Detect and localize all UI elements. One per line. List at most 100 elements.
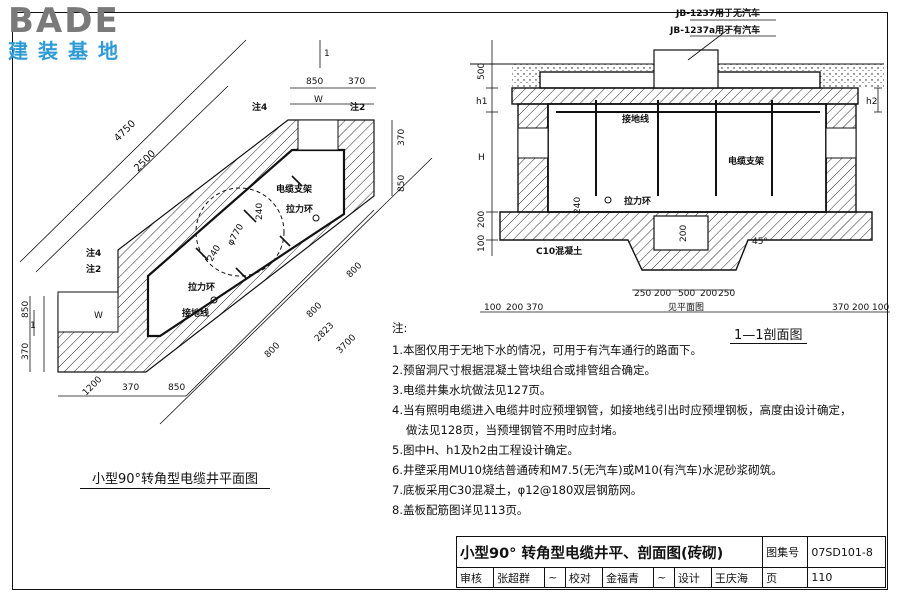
section-dim-200: 200 bbox=[477, 211, 487, 228]
section-pull-ring bbox=[604, 196, 612, 204]
logo: BADE 建装基地 bbox=[8, 4, 138, 62]
section-label-pull-ring: 拉力环 bbox=[624, 195, 651, 207]
plan-dim-2500: 2500 bbox=[132, 148, 158, 174]
notes-block: 注: 1.本图仅用于无地下水的情况，可用于有汽车通行的路面下。 2.预留洞尺寸根… bbox=[392, 318, 862, 520]
section-base-200-left: 200 bbox=[506, 303, 523, 313]
section-callout-1: JB-1237用于无汽车 bbox=[675, 7, 760, 19]
note-item: 3.电缆井集水坑做法见127页。 bbox=[392, 383, 552, 397]
section-view: JB-1237用于无汽车 JB-1237a用于有汽车 500 h1 H 200 … bbox=[470, 7, 890, 313]
plan-bracket bbox=[243, 209, 257, 223]
section-title: 1—1剖面图 bbox=[730, 324, 807, 344]
section-cover-frame bbox=[653, 49, 719, 89]
section-chamber bbox=[547, 103, 827, 213]
section-pit-200a: 200 bbox=[654, 289, 671, 299]
plan-dim-850-top: 850 bbox=[306, 77, 323, 87]
section-dim-500: 500 bbox=[477, 63, 487, 80]
plan-bracket bbox=[291, 175, 303, 187]
section-sump bbox=[653, 215, 709, 251]
plan-pull-ring bbox=[312, 214, 320, 222]
note-item: 6.井壁采用MU10烧结普通砖和M7.5(无汽车)或M10(有汽车)水泥砂浆砌筑… bbox=[392, 463, 783, 477]
plan-dim-3700: 3700 bbox=[335, 333, 358, 356]
section-pit-200b: 200 bbox=[700, 289, 717, 299]
plan-dim-1200: 1200 bbox=[81, 375, 104, 398]
plan-manhole-circle bbox=[195, 187, 285, 277]
plan-label-pull-ring-bottom: 拉力环 bbox=[188, 281, 215, 293]
title-block-checker-signature: ~ bbox=[653, 567, 675, 588]
plan-dim-370-right: 370 bbox=[397, 129, 407, 146]
plan-inner-chamber bbox=[146, 148, 346, 338]
section-dim-240: 240 bbox=[573, 197, 583, 214]
plan-dim-800-b: 800 bbox=[305, 301, 324, 320]
note-item: 1.本图仅用于无地下水的情况，可用于有汽车通行的路面下。 bbox=[392, 343, 702, 357]
section-wall-opening bbox=[517, 127, 549, 159]
section-label-ground-wire: 接地线 bbox=[622, 113, 649, 125]
section-dim-45: 45° bbox=[752, 237, 768, 247]
section-base-100-right: 100 bbox=[872, 303, 889, 313]
plan-dim-850-right: 850 bbox=[397, 175, 407, 192]
plan-dim-850-bottom: 850 bbox=[168, 383, 185, 393]
plan-dim-850-left: 850 bbox=[21, 301, 31, 318]
plan-note4-left: 注4 bbox=[86, 247, 101, 259]
section-base-370-right: 370 bbox=[832, 303, 849, 313]
title-block-title: 小型90° 转角型电缆井平、剖面图(砖砌) bbox=[455, 536, 764, 568]
title-block-check-label: 校对 bbox=[564, 567, 603, 588]
plan-pull-ring bbox=[210, 296, 218, 304]
section-base-370-left: 370 bbox=[526, 303, 543, 313]
note-item: 5.图中H、h1及h2由工程设计确定。 bbox=[392, 443, 579, 457]
title-block-reviewer: 张超群 bbox=[493, 567, 546, 588]
note-item: 做法见128页，当预埋钢管不用时应封堵。 bbox=[406, 423, 624, 437]
logo-sub-text: 建装基地 bbox=[8, 39, 128, 63]
notes-header: 注: bbox=[392, 321, 408, 335]
section-dim-H: H bbox=[478, 153, 485, 163]
title-block-atlas-label: 图集号 bbox=[762, 536, 809, 568]
section-dim-200-pit: 200 bbox=[679, 225, 689, 242]
title-block-designer: 王庆海 bbox=[710, 567, 764, 588]
title-block-page-no: 110 bbox=[807, 567, 886, 588]
plan-dim-370-left: 370 bbox=[21, 343, 31, 360]
section-base-inner: 见平面图 bbox=[668, 302, 704, 313]
plan-dim-800-c: 800 bbox=[263, 341, 282, 360]
plan-dim-w-top: W bbox=[314, 95, 323, 105]
plan-duct-top bbox=[297, 119, 339, 151]
section-dim-h1: h1 bbox=[476, 97, 487, 107]
plan-label-ground-wire: 接地线 bbox=[182, 307, 209, 319]
plan-dim-w-left: W bbox=[94, 311, 103, 321]
plan-bracket bbox=[279, 235, 291, 247]
plan-bracket bbox=[235, 267, 247, 279]
plan-title: 小型90°转角型电缆井平面图 bbox=[80, 468, 270, 489]
section-label-concrete: C10混凝土 bbox=[536, 245, 582, 257]
note-item: 8.盖板配筋图详见113页。 bbox=[392, 503, 529, 517]
plan-note2-left: 注2 bbox=[86, 263, 101, 275]
title-block-checker: 金福青 bbox=[601, 567, 655, 588]
plan-dim-240-a: 240 bbox=[255, 203, 265, 220]
drawing-frame bbox=[12, 12, 888, 590]
logo-main-text: BADE bbox=[8, 1, 120, 41]
plan-bracket bbox=[195, 247, 209, 261]
plan-note4-top: 注4 bbox=[252, 101, 267, 113]
plan-section-marker-top: 1 bbox=[324, 49, 330, 59]
plan-view: 1 1 4750 2500 850 370 W 370 850 800 800 … bbox=[19, 39, 433, 425]
section-label-cable-bracket: 电缆支架 bbox=[728, 155, 764, 167]
plan-note2-top: 注2 bbox=[350, 101, 365, 113]
plan-dim-370-top: 370 bbox=[348, 77, 365, 87]
section-base-200-right: 200 bbox=[852, 303, 869, 313]
title-block-review-label: 审核 bbox=[455, 567, 495, 588]
title-block-atlas-no: 07SD101-8 bbox=[807, 536, 886, 568]
plan-dim-800-a: 800 bbox=[345, 261, 364, 280]
note-item: 2.预留洞尺寸根据混凝土管块组合或排管组合确定。 bbox=[392, 363, 656, 377]
section-dim-h2: h2 bbox=[866, 97, 877, 107]
section-pit-250b: 250 bbox=[718, 289, 735, 299]
title-block-page-label: 页 bbox=[762, 567, 809, 588]
section-pit-250a: 250 bbox=[634, 289, 651, 299]
section-roof-slab bbox=[511, 87, 859, 105]
note-item: 7.底板采用C30混凝土，φ12@180双层钢筋网。 bbox=[392, 483, 643, 497]
plan-label-cable-bracket: 电缆支架 bbox=[276, 183, 312, 195]
plan-duct-left bbox=[57, 291, 119, 333]
section-pit-500: 500 bbox=[678, 289, 695, 299]
plan-dim-4750: 4750 bbox=[112, 118, 138, 144]
title-block-reviewer-signature: ~ bbox=[544, 567, 566, 588]
section-base-100-left: 100 bbox=[484, 303, 501, 313]
title-block-design-label: 设计 bbox=[673, 567, 712, 588]
plan-dim-2823: 2823 bbox=[313, 321, 336, 344]
